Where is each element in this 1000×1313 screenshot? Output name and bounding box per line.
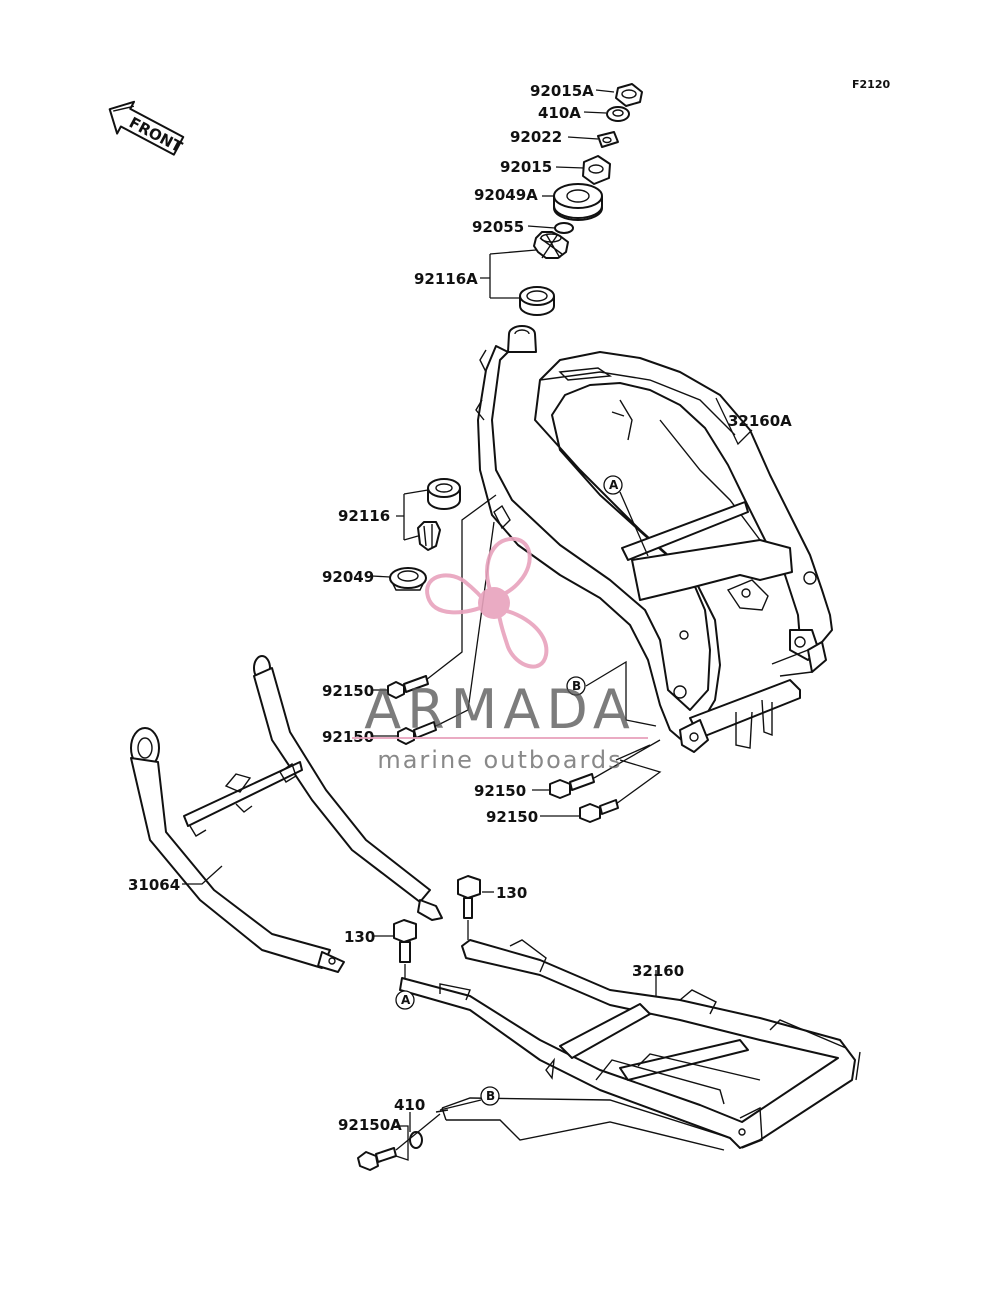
bolt-130-upper xyxy=(457,875,481,919)
bolt-92150-lower xyxy=(397,721,437,745)
bolt-130-lower xyxy=(393,919,417,963)
label-92150-right-1: 92150 xyxy=(474,782,526,800)
ref-a-upper: A xyxy=(603,475,623,495)
label-92015a: 92015A xyxy=(530,82,594,100)
tube-crossbar xyxy=(183,761,303,837)
label-92150a: 92150A xyxy=(338,1116,402,1134)
bearing-92116a-upper xyxy=(533,231,569,259)
label-92022: 92022 xyxy=(510,128,562,146)
label-32160: 32160 xyxy=(632,962,684,980)
label-92049: 92049 xyxy=(322,568,374,586)
label-92150-lower: 92150 xyxy=(322,728,374,746)
label-130-upper: 130 xyxy=(496,884,527,902)
ref-b-lower: B xyxy=(480,1086,500,1106)
watermark: ARMADA marine outboards xyxy=(352,536,648,774)
label-32160a: 32160A xyxy=(728,412,792,430)
nut-92015a xyxy=(615,83,643,107)
watermark-brand: ARMADA xyxy=(364,678,636,741)
bearing-92049a xyxy=(553,183,603,221)
washer-92022 xyxy=(597,131,619,148)
watermark-tagline: marine outboards xyxy=(377,746,622,774)
svg-text:B: B xyxy=(486,1089,495,1103)
label-92049a: 92049A xyxy=(474,186,538,204)
svg-text:A: A xyxy=(401,993,411,1007)
label-410: 410 xyxy=(394,1096,425,1114)
bolt-92150-upper xyxy=(387,675,429,699)
front-arrow: FRONT xyxy=(108,100,186,157)
bolt-92150a xyxy=(357,1147,397,1171)
label-410a: 410A xyxy=(538,104,581,122)
label-92015: 92015 xyxy=(500,158,552,176)
down-tube-31064-right xyxy=(253,655,443,921)
bushing-92116 xyxy=(417,521,441,551)
label-31064: 31064 xyxy=(128,876,180,894)
nut-92015 xyxy=(582,155,611,185)
ref-b-upper: B xyxy=(566,676,586,696)
label-92116a: 92116A xyxy=(414,270,478,288)
bushing-92049 xyxy=(389,567,427,591)
label-130-lower: 130 xyxy=(344,928,375,946)
bolt-92150-right-2 xyxy=(579,799,619,823)
label-92150-right-2: 92150 xyxy=(486,808,538,826)
collar-92116 xyxy=(427,478,461,510)
watermark-underline xyxy=(352,737,648,739)
sub-frame-32160 xyxy=(399,939,861,1151)
race-92116a-lower xyxy=(519,286,555,316)
label-92055: 92055 xyxy=(472,218,524,236)
diagram-code: F2120 xyxy=(852,78,890,91)
propeller-logo xyxy=(425,536,549,669)
washer-410a xyxy=(606,106,630,122)
bolt-92150-right-1 xyxy=(549,773,595,799)
ref-a-lower: A xyxy=(395,990,415,1010)
down-tube-31064-left xyxy=(130,727,345,973)
svg-text:B: B xyxy=(572,679,581,693)
svg-text:A: A xyxy=(609,478,619,492)
seal-92055 xyxy=(554,222,574,234)
label-92116: 92116 xyxy=(338,507,390,525)
main-frame-32160a xyxy=(475,325,833,753)
label-92150-upper: 92150 xyxy=(322,682,374,700)
